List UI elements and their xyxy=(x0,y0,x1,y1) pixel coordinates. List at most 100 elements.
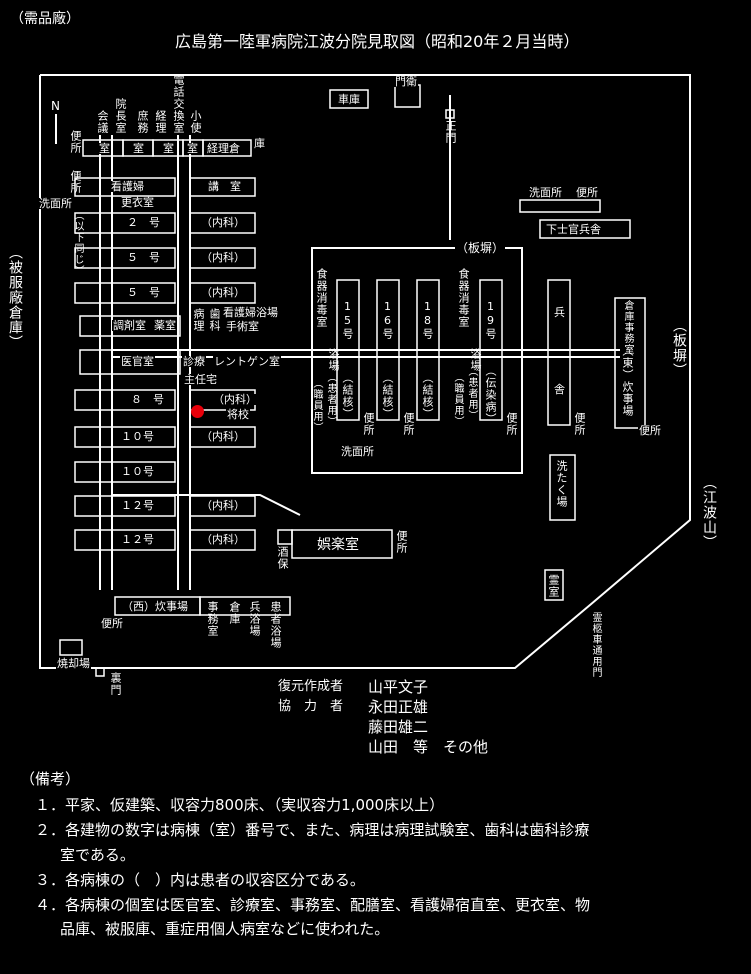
ward-right-8: （内科） xyxy=(200,430,246,443)
top-vlabel-5: 小使 xyxy=(189,110,202,134)
xray-label: レントゲン室 xyxy=(213,355,281,368)
top-vlabel-0: 会議 xyxy=(96,110,109,134)
inner-fence-label: （板塀） xyxy=(455,241,506,255)
morgue-label: 霊室 xyxy=(547,574,560,598)
gate-guard-label: 門衛 xyxy=(394,75,418,88)
bottom-item-1: 倉庫 xyxy=(228,601,241,625)
ward-right-2: （内科） xyxy=(200,216,246,229)
corner-label: （需品廠） xyxy=(10,11,80,27)
ward-label-6: 医官室 xyxy=(120,355,155,368)
top-box-0: 室 xyxy=(98,142,111,155)
top-box-1: 室 xyxy=(132,142,145,155)
fenced-toilet-1: 便所 xyxy=(402,412,415,436)
recreation-toilet-label: 便所 xyxy=(395,530,408,554)
fenced-ward-0: 15号 xyxy=(341,300,354,340)
credit-name-1: 山平文子 xyxy=(368,678,429,696)
ward-label-1: 更衣室 xyxy=(120,196,155,209)
ward-label-10: １２号 xyxy=(120,499,155,512)
ward-right-10: （内科） xyxy=(200,499,246,512)
fenced-type-0: （結核） xyxy=(341,372,354,420)
bottom-item-2: 兵浴場 xyxy=(248,601,261,637)
fenced-wash-label: 洗面所 xyxy=(340,445,375,458)
top-vlabel-3: 経理 xyxy=(154,110,167,134)
same-below-label: （以下同じ） xyxy=(72,210,83,276)
ward-label-9: １０号 xyxy=(120,465,155,478)
ward-right-0: 講 室 xyxy=(207,180,242,193)
east-kitchen-label: （東）炊事場 xyxy=(621,345,634,417)
ward-right-4: （内科） xyxy=(200,286,246,299)
top-vlabel-1: 院長室 xyxy=(114,98,127,134)
nco-toilet-label: 便所 xyxy=(575,186,599,199)
ward-right-7: （内科） xyxy=(212,393,258,406)
note-4b: 品庫、被服庫、重症用個人病室などに使われた。 xyxy=(60,920,390,938)
right-fence-label: （板塀） xyxy=(671,318,687,378)
dish-room-a: 食器消毒室 xyxy=(315,268,328,328)
right-hill-label: （江波山） xyxy=(701,475,717,550)
bottom-item-0: 事務室 xyxy=(206,601,219,637)
top-box-3: 室 xyxy=(186,142,199,155)
dish-room-b: 食器消毒室 xyxy=(457,268,470,328)
west-kitchen-label: （西）炊事場 xyxy=(121,600,189,613)
fenced-toilet-2: 便所 xyxy=(505,412,518,436)
map-title: 広島第一陸軍病院江波分院見取図（昭和20年２月当時） xyxy=(175,32,580,51)
ward-label-7: ８ 号 xyxy=(130,393,165,406)
top-box-4: 経理倉 xyxy=(206,142,241,155)
main-gate-label: 正門 xyxy=(444,120,457,144)
note-1: １．平家、仮建築、収容力800床、（実収容力1,000床以上） xyxy=(35,796,445,814)
storage-label: 庫 xyxy=(253,137,266,150)
fenced-toilet-0: 便所 xyxy=(362,412,375,436)
dental-label: 歯科 xyxy=(208,308,221,332)
fenced-ward-1: 16号 xyxy=(381,300,394,340)
barracks-sha: 舎 xyxy=(553,383,566,396)
left-side-label: （被服廠倉庫） xyxy=(7,245,23,350)
chief-house-label: 主任宅 xyxy=(183,373,218,386)
fenced-ward-2: 18号 xyxy=(421,300,434,340)
patient-b-label: （患者用） xyxy=(466,366,477,421)
ward-label-2: ２ 号 xyxy=(126,216,161,229)
note-2a: ２．各建物の数字は病棟（室）番号で、また、病理は病理試験室、歯科は歯科診療 xyxy=(35,821,590,839)
incinerator-label: 焼却場 xyxy=(56,657,91,670)
ward-right-11: （内科） xyxy=(200,533,246,546)
credit-role-2: 協 力 者 xyxy=(278,699,344,714)
staff-b-label: （職員用） xyxy=(452,372,463,427)
fenced-type-2: （結核） xyxy=(421,372,434,420)
patient-a-label: （患者用） xyxy=(325,372,336,427)
store-office-label: 倉庫事務室 xyxy=(622,300,633,355)
current-location-marker xyxy=(191,405,204,418)
bath-b-label: 浴場 xyxy=(469,348,482,372)
note-3: ３．各病棟の（ ）内は患者の収容区分である。 xyxy=(35,871,365,889)
fenced-type-1: （結核） xyxy=(381,372,394,420)
ward-label-11: １２号 xyxy=(120,533,155,546)
surgery-label: 手術室 xyxy=(225,320,260,333)
canteen-label: 酒保 xyxy=(276,546,289,570)
notes-heading: （備考） xyxy=(20,770,81,788)
nco-wash-label: 洗面所 xyxy=(528,186,563,199)
fenced-type-3: （伝染病） xyxy=(484,365,497,425)
ward-label-3: ５ 号 xyxy=(126,251,161,264)
top-vlabel-4: 電話交換室 xyxy=(172,74,185,134)
back-gate-label: 裏門 xyxy=(109,672,122,696)
left-toilet-label: 便所 xyxy=(69,170,82,194)
fenced-ward-3: 19号 xyxy=(484,300,497,340)
staff-a-label: （職員用） xyxy=(311,378,322,433)
ward-label-4: ５ 号 xyxy=(126,286,161,299)
top-toilet-label: 便所 xyxy=(69,130,82,154)
recreation-label: 娯楽室 xyxy=(316,537,360,553)
ward-label-5: 調剤室 xyxy=(112,319,147,332)
garage-label: 車庫 xyxy=(337,93,361,106)
ward-label-0: 看護婦 xyxy=(110,180,145,193)
ward-right-6: 診療 xyxy=(182,355,206,368)
officer-label: 将校 xyxy=(226,408,250,421)
top-box-2: 室 xyxy=(162,142,175,155)
left-washroom-label: 洗面所 xyxy=(38,197,73,210)
top-vlabel-2: 庶務 xyxy=(136,110,149,134)
laundry-label: 洗たく場 xyxy=(555,460,568,508)
hearse-gate-label: 霊柩車通用門 xyxy=(590,612,601,678)
ward-label-8: １０号 xyxy=(120,430,155,443)
note-4a: ４．各病棟の個室は医官室、診療室、事務室、配膳室、看護婦宿直室、更衣室、物 xyxy=(35,896,591,914)
note-2b: 室である。 xyxy=(60,846,135,864)
ward-mid-5: 薬室 xyxy=(153,319,177,332)
north-arrow-icon xyxy=(55,114,57,144)
credit-name-4: 山田 等 その他 xyxy=(368,738,489,756)
